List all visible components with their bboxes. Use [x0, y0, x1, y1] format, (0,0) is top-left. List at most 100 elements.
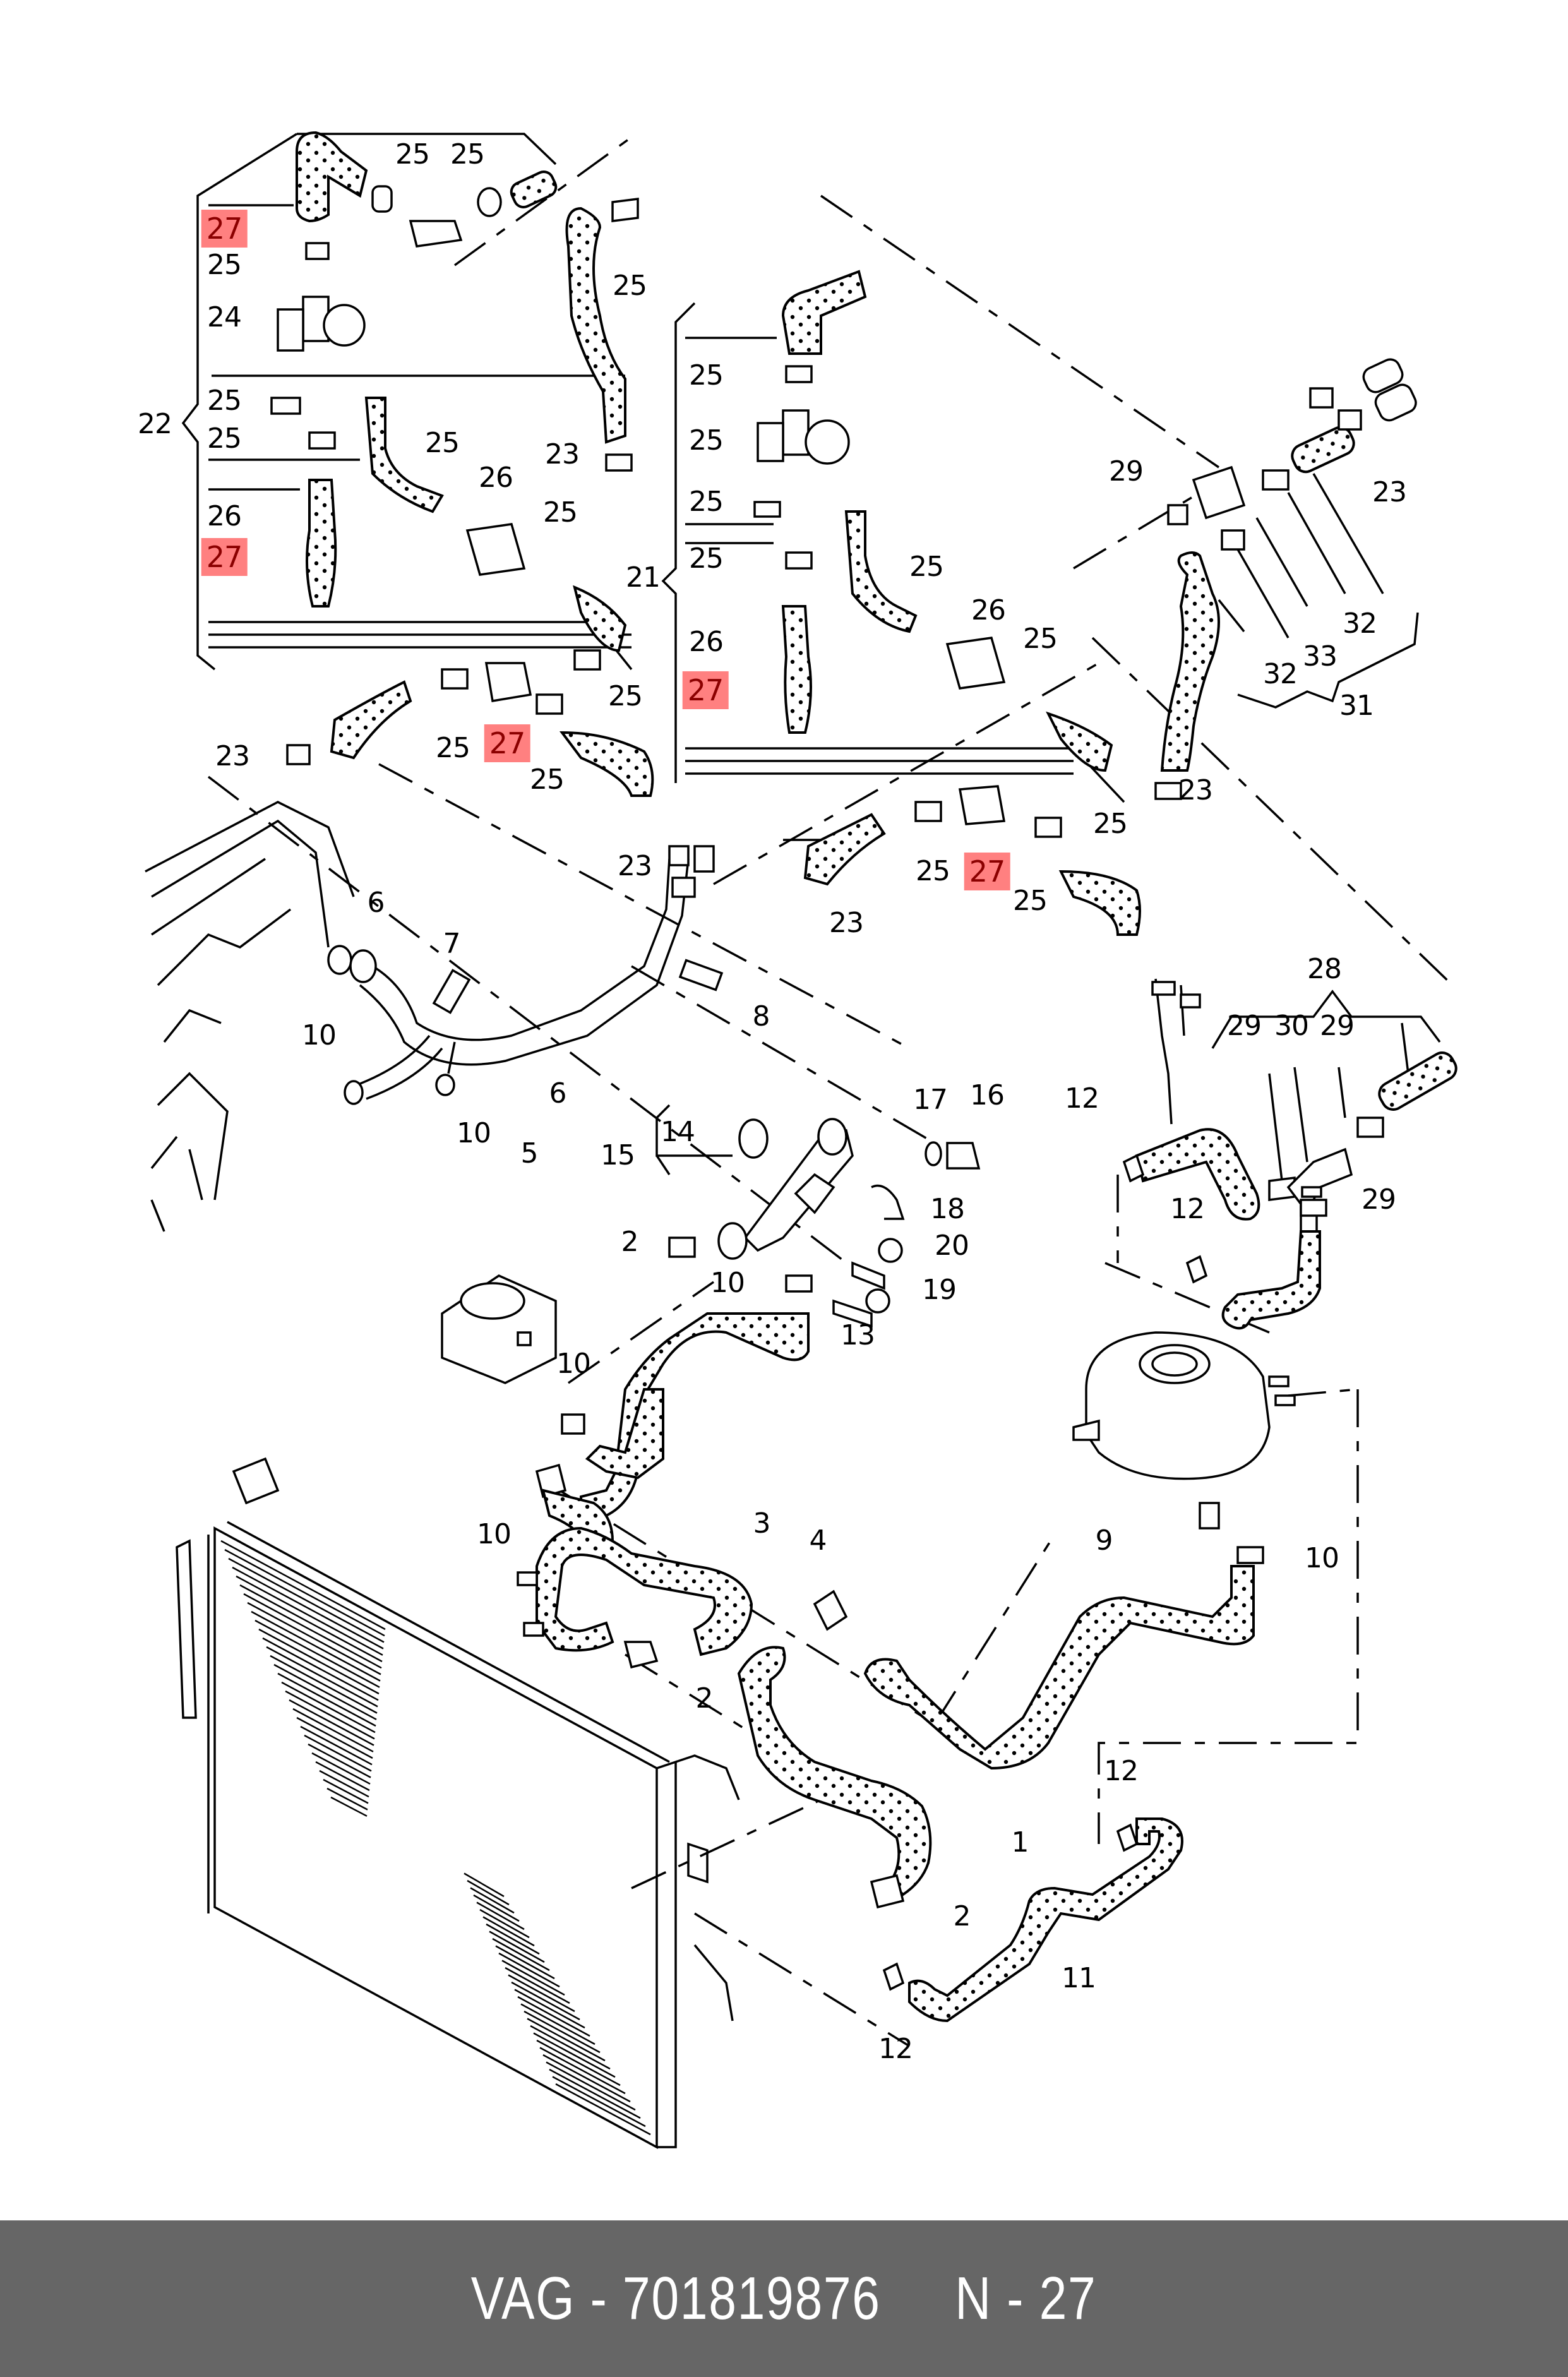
radiator-fin — [467, 1879, 510, 1906]
hose-1 — [737, 1590, 932, 1909]
callout-label: 30 — [1274, 1010, 1309, 1042]
callout-label: 28 — [1307, 953, 1342, 985]
hose-3 — [517, 1526, 753, 1669]
radiator-fin — [527, 2018, 606, 2062]
radiator-fin — [270, 1655, 378, 1714]
radiator-fin — [530, 2025, 611, 2070]
callout-label: 2 — [695, 1682, 714, 1715]
callout-label-highlighted[interactable]: 27 — [682, 671, 729, 709]
radiator-fins — [220, 1540, 651, 2136]
callout-label: 26 — [971, 594, 1006, 626]
radiator-fin — [296, 1716, 373, 1759]
callout-label: 29 — [1320, 1010, 1355, 1042]
callout-label: 2 — [953, 1900, 971, 1932]
dash-guides — [207, 131, 1454, 2047]
callout-label-highlighted[interactable]: 27 — [201, 538, 248, 576]
callout-label: 24 — [207, 301, 242, 333]
callout-label: 25 — [1093, 808, 1128, 840]
callout-label: 25 — [450, 138, 485, 171]
footer-part-number-text: VAG - 701819876 N - 27 — [471, 2265, 1097, 2332]
radiator-fin — [239, 1584, 383, 1663]
radiator-fin — [495, 1945, 555, 1980]
radiator-fin — [273, 1663, 377, 1720]
radiator-fin — [251, 1610, 381, 1682]
radiator-fin — [505, 1967, 570, 2004]
callout-label: 10 — [556, 1348, 591, 1380]
callout-label: 29 — [1227, 1010, 1262, 1042]
callout-label: 25 — [608, 680, 643, 712]
radiator-fin — [243, 1593, 382, 1669]
callout-label: 29 — [1362, 1183, 1396, 1216]
flange-group-15 — [580, 1104, 981, 1517]
radiator-fin — [501, 1960, 565, 1996]
callout-label: 16 — [970, 1079, 1005, 1111]
radiator-fin — [533, 2032, 616, 2078]
callout-label: 32 — [1343, 608, 1377, 640]
radiator-fin — [326, 1787, 368, 1811]
callout-label: 26 — [689, 626, 724, 658]
callout-label: 18 — [930, 1193, 965, 1225]
callout-label: 19 — [922, 1274, 957, 1306]
radiator-fin — [508, 1974, 575, 2013]
callout-label: 15 — [601, 1139, 635, 1171]
callout-label: 21 — [626, 561, 661, 594]
callout-label: 25 — [689, 486, 724, 518]
callout-label: 29 — [1109, 455, 1144, 488]
radiator-fin — [224, 1548, 385, 1637]
radiator-fin — [555, 2083, 651, 2136]
diagram-drawing — [145, 131, 1457, 2149]
callout-label: 25 — [916, 855, 950, 887]
callout-label: 31 — [1339, 690, 1374, 722]
radiator-fin — [520, 2003, 595, 2045]
hose-group-28 — [1122, 990, 1457, 1330]
callout-label: 25 — [1023, 623, 1058, 655]
radiator-fin — [476, 1901, 525, 1931]
radiator-fin — [473, 1894, 520, 1922]
radiator-fin — [247, 1602, 381, 1675]
expansion-tank-drawing — [1072, 1331, 1296, 1530]
hose-group-21 — [671, 270, 1141, 936]
callout-label: 25 — [613, 270, 647, 302]
callout-label: 5 — [520, 1137, 539, 1170]
callout-label-highlighted[interactable]: 27 — [964, 853, 1010, 890]
radiator-fin — [232, 1566, 384, 1650]
group-22-bracket — [181, 133, 633, 671]
callout-label: 23 — [1372, 476, 1407, 508]
callout-label: 6 — [367, 887, 385, 919]
radiator-fin — [517, 1996, 590, 2037]
radiator-fin — [308, 1743, 371, 1778]
callout-label: 33 — [1303, 640, 1338, 673]
callout-label: 6 — [549, 1077, 567, 1110]
radiator-fin — [281, 1681, 376, 1733]
radiator-fin — [262, 1637, 379, 1701]
callout-label-highlighted[interactable]: 27 — [201, 210, 248, 248]
callout-label: 4 — [809, 1524, 827, 1557]
callout-label: 12 — [1170, 1193, 1205, 1225]
callout-label: 25 — [689, 359, 724, 392]
callout-label: 25 — [425, 427, 460, 459]
radiator-fin — [511, 1981, 580, 2021]
radiator-fin — [498, 1952, 560, 1988]
radiator-fin — [546, 2061, 636, 2111]
radiator-fin — [266, 1646, 378, 1708]
callout-label: 23 — [618, 850, 652, 882]
radiator-fin — [289, 1699, 374, 1746]
callout-label: 26 — [207, 500, 242, 532]
callout-label: 23 — [545, 438, 580, 470]
callout-label: 12 — [1104, 1755, 1139, 1787]
callout-label: 25 — [207, 249, 242, 281]
callout-label: 10 — [302, 1019, 337, 1051]
radiator-fin — [258, 1628, 380, 1695]
callout-label: 32 — [1263, 658, 1298, 690]
callout-label: 25 — [207, 422, 242, 455]
radiator-fin — [304, 1734, 372, 1772]
coolant-pipe-drawing — [327, 845, 724, 1105]
radiator-fin — [549, 2068, 641, 2119]
callout-label-highlighted[interactable]: 27 — [484, 724, 530, 762]
callout-label: 25 — [207, 385, 242, 417]
callout-label: 22 — [138, 408, 172, 440]
radiator-fin — [330, 1796, 368, 1817]
callout-label: 26 — [479, 462, 513, 494]
radiator-fin — [552, 2076, 646, 2128]
radiator-fin — [470, 1887, 515, 1914]
